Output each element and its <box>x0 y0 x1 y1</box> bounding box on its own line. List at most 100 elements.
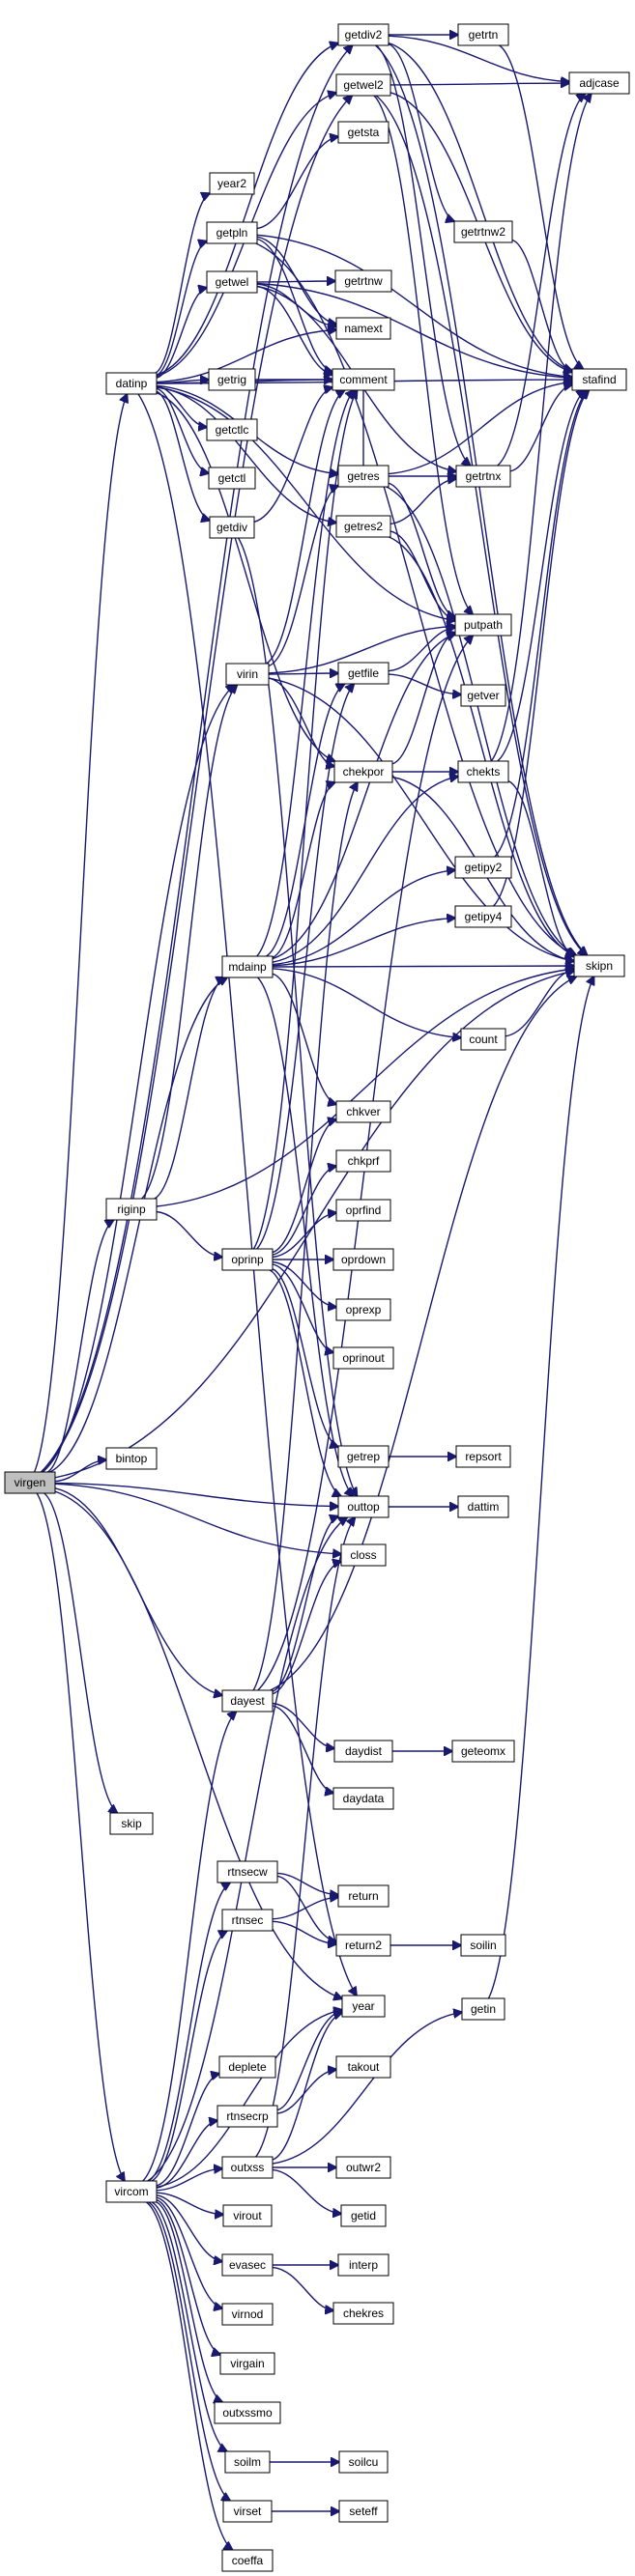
node-label: chkprf <box>348 1154 380 1168</box>
node-getrep[interactable]: getrep <box>337 1445 390 1468</box>
node-outxss[interactable]: outxss <box>221 2156 274 2179</box>
node-deplete[interactable]: deplete <box>218 2055 276 2079</box>
node-mdainp[interactable]: mdainp <box>221 955 274 978</box>
node-rtnsecw[interactable]: rtnsecw <box>216 1860 278 1883</box>
node-getid[interactable]: getid <box>340 2204 387 2227</box>
node-coeffa[interactable]: coeffa <box>221 2549 274 2572</box>
node-oprfind[interactable]: oprfind <box>335 1199 391 1222</box>
node-label: virgain <box>230 2357 264 2370</box>
node-rtnsecrp[interactable]: rtnsecrp <box>216 2105 278 2128</box>
node-box <box>206 418 258 441</box>
node-seteff[interactable]: seteff <box>338 2500 389 2523</box>
node-getrtnw[interactable]: getrtnw <box>334 269 392 293</box>
node-virout[interactable]: virout <box>222 2204 273 2227</box>
node-virgain[interactable]: virgain <box>219 2352 275 2375</box>
edge-vircom-to-year <box>156 2010 342 2189</box>
node-getwel[interactable]: getwel <box>206 270 258 294</box>
edge-virin-to-chekpor <box>268 677 334 766</box>
node-return[interactable]: return <box>337 1884 390 1908</box>
node-label: outxssmo <box>222 2406 273 2420</box>
node-closs[interactable]: closs <box>340 1543 387 1567</box>
node-oprexp[interactable]: oprexp <box>335 1298 391 1321</box>
node-getsta[interactable]: getsta <box>337 121 390 144</box>
node-getrtnw2[interactable]: getrtnw2 <box>453 220 513 243</box>
node-takout[interactable]: takout <box>335 2055 391 2079</box>
edge-evasec-to-chekres <box>272 2266 333 2310</box>
node-label: repsort <box>465 1450 502 1463</box>
node-chkprf[interactable]: chkprf <box>335 1149 391 1173</box>
node-stafind[interactable]: stafind <box>571 368 627 391</box>
node-geteomx[interactable]: geteomx <box>451 1740 515 1763</box>
node-comment[interactable]: comment <box>332 368 395 391</box>
node-virin[interactable]: virin <box>225 663 270 686</box>
node-getrtnx[interactable]: getrtnx <box>455 465 511 488</box>
node-getfile[interactable]: getfile <box>337 662 390 685</box>
node-getpln[interactable]: getpln <box>206 221 258 244</box>
node-riginp[interactable]: riginp <box>105 1198 158 1221</box>
node-getctl[interactable]: getctl <box>208 467 256 490</box>
node-datinp[interactable]: datinp <box>105 372 158 395</box>
node-getin[interactable]: getin <box>461 1997 505 2021</box>
node-count[interactable]: count <box>460 1028 506 1051</box>
node-repsort[interactable]: repsort <box>455 1445 511 1468</box>
node-oprinout[interactable]: oprinout <box>332 1346 394 1370</box>
node-evasec[interactable]: evasec <box>221 2253 274 2277</box>
node-soilm[interactable]: soilm <box>224 2450 271 2474</box>
node-year2[interactable]: year2 <box>209 172 255 195</box>
node-getrtn[interactable]: getrtn <box>457 23 509 46</box>
node-getipy2[interactable]: getipy2 <box>454 856 512 879</box>
node-soilcu[interactable]: soilcu <box>338 2450 389 2474</box>
node-daydist[interactable]: daydist <box>333 1740 393 1763</box>
node-chkver[interactable]: chkver <box>335 1100 391 1123</box>
node-adjcase[interactable]: adjcase <box>568 71 630 95</box>
node-getres[interactable]: getres <box>337 465 390 488</box>
node-box <box>337 1495 390 1518</box>
node-getctlc[interactable]: getctlc <box>206 418 258 441</box>
node-getres2[interactable]: getres2 <box>335 515 391 538</box>
node-soilin[interactable]: soilin <box>460 1934 506 1957</box>
node-chekres[interactable]: chekres <box>332 2302 394 2325</box>
node-getrig[interactable]: getrig <box>208 368 256 391</box>
node-skip[interactable]: skip <box>109 1812 154 1835</box>
node-box <box>457 760 509 783</box>
edge-oprinp-to-outtop <box>269 1269 341 1496</box>
edge-getpln-to-stafind <box>256 234 572 377</box>
node-namext[interactable]: namext <box>335 317 391 340</box>
edge-vircom-to-rtnsec <box>151 1931 227 2182</box>
node-outwr2[interactable]: outwr2 <box>335 2156 391 2179</box>
edge-datinp-to-getdiv2 <box>156 43 338 376</box>
node-dattim[interactable]: dattim <box>457 1495 509 1518</box>
node-skipn[interactable]: skipn <box>573 954 625 977</box>
node-box <box>335 1298 391 1321</box>
node-daydata[interactable]: daydata <box>332 1787 394 1810</box>
node-virset[interactable]: virset <box>222 2500 273 2523</box>
node-label: deplete <box>228 2060 267 2074</box>
node-oprdown[interactable]: oprdown <box>332 1248 394 1271</box>
node-outxssmo[interactable]: outxssmo <box>214 2401 281 2424</box>
node-box <box>453 220 513 243</box>
node-box <box>340 2204 387 2227</box>
node-putpath[interactable]: putpath <box>454 613 512 637</box>
node-rtnsec[interactable]: rtnsec <box>221 1909 274 1932</box>
node-interp[interactable]: interp <box>337 2253 390 2277</box>
node-getwel2[interactable]: getwel2 <box>335 73 391 97</box>
node-chekpor[interactable]: chekpor <box>333 760 393 783</box>
node-label: getwel2 <box>343 78 384 92</box>
node-virgen[interactable]: virgen <box>4 1471 56 1494</box>
node-getdiv[interactable]: getdiv <box>209 516 255 539</box>
node-virnod[interactable]: virnod <box>221 2303 274 2326</box>
node-vircom[interactable]: vircom <box>105 2180 158 2203</box>
node-getipy4[interactable]: getipy4 <box>454 905 512 928</box>
node-outtop[interactable]: outtop <box>337 1495 390 1518</box>
node-return2[interactable]: return2 <box>335 1934 391 1957</box>
node-year[interactable]: year <box>341 1995 386 2018</box>
node-bintop[interactable]: bintop <box>105 1447 158 1470</box>
node-getver[interactable]: getver <box>460 684 506 707</box>
edge-getpln-to-namext <box>256 236 336 324</box>
edge-oprinp-to-oprinout <box>272 1263 333 1352</box>
node-chekts[interactable]: chekts <box>457 760 509 783</box>
node-getdiv2[interactable]: getdiv2 <box>337 23 390 46</box>
node-dayest[interactable]: dayest <box>221 1689 274 1713</box>
node-oprinp[interactable]: oprinp <box>221 1248 274 1271</box>
